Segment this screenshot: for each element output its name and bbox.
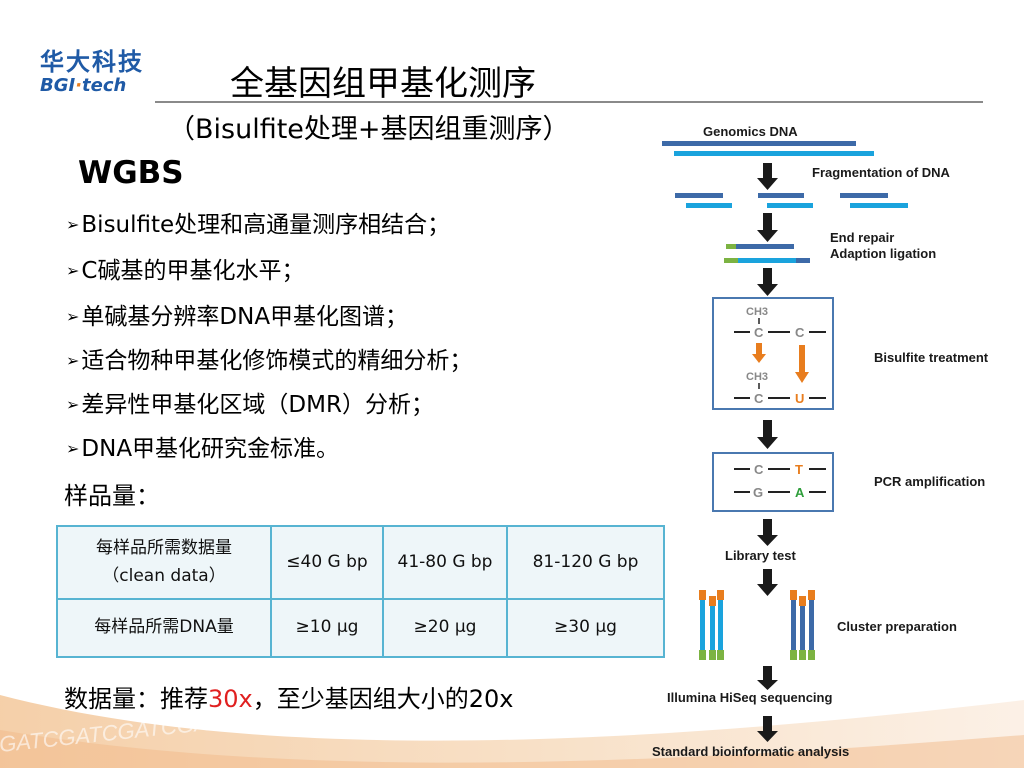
bullet-item: ➢DNA甲基化研究金标准。 [66, 429, 339, 463]
data-volume-suffix: ，至少基因组大小的20x [252, 685, 514, 713]
table-cell: 81-120 G bp [506, 525, 665, 600]
table-row: 每样品所需数据量 （clean data） ≤40 G bp 41-80 G b… [56, 525, 665, 600]
bullet-item: ➢单碱基分辨率DNA甲基化图谱； [66, 297, 408, 331]
row-header-cell: 每样品所需数据量 （clean data） [56, 525, 272, 600]
adapter-ligated-fragment [724, 244, 810, 263]
down-arrow-icon [757, 716, 778, 742]
bullet-arrow-icon: ➢ [66, 395, 80, 414]
bullet-text: 单碱基分辨率DNA甲基化图谱； [81, 304, 409, 330]
table-cell: ≥30 μg [506, 598, 665, 658]
bullet-arrow-icon: ➢ [66, 351, 80, 370]
page-subtitle: （Bisulfite处理+基因组重测序） [168, 114, 570, 145]
logo-english-name: BGI·tech [40, 75, 152, 96]
step-label-cluster-preparation: Cluster preparation [837, 619, 957, 634]
step-label-hiseq-sequencing: Illumina HiSeq sequencing [667, 690, 832, 705]
sample-amount-label: 样品量： [64, 482, 160, 510]
row-header-line: （clean data） [102, 565, 226, 586]
down-arrow-icon [757, 666, 778, 690]
down-arrow-icon [757, 420, 778, 449]
table-cell: 41-80 G bp [382, 525, 508, 600]
sample-requirements-table: 每样品所需数据量 （clean data） ≤40 G bp 41-80 G b… [56, 525, 665, 658]
step-label-adaption-ligation: Adaption ligation [830, 246, 936, 261]
down-arrow-icon [757, 569, 778, 596]
cluster-left-icon [699, 590, 724, 660]
table-cell: ≥20 μg [382, 598, 508, 658]
pcr-amplification-box [712, 452, 834, 512]
step-label-genomic-dna: Genomics DNA [703, 124, 798, 139]
table-row: 每样品所需DNA量 ≥10 μg ≥20 μg ≥30 μg [56, 598, 665, 658]
step-label-bioinformatic-analysis: Standard bioinformatic analysis [652, 744, 849, 759]
bullet-text: DNA甲基化研究金标准。 [81, 436, 340, 462]
down-arrow-icon [757, 213, 778, 242]
row-header-line: 每样品所需DNA量 [94, 617, 234, 638]
cluster-right-icon [790, 590, 815, 660]
dna-strand [674, 151, 874, 156]
bottom-swoosh-decoration: GATCGATCGATCGATCGATCGATCGATCGATCGATCGATC… [0, 664, 1024, 768]
header-divider [155, 101, 983, 103]
cytosine-label: C [795, 325, 805, 340]
cytosine-label: C [754, 462, 764, 477]
data-volume-note: 数据量：推荐30x，至少基因组大小的20x [64, 679, 514, 714]
bullet-arrow-icon: ➢ [66, 307, 80, 326]
cytosine-label: C [754, 325, 764, 340]
bullet-item: ➢差异性甲基化区域（DMR）分析； [66, 385, 434, 419]
step-label-fragmentation: Fragmentation of DNA [812, 165, 951, 180]
step-label-end-repair: End repair [830, 230, 894, 245]
table-cell: ≥10 μg [270, 598, 384, 658]
dna-strand [662, 141, 856, 146]
bullet-arrow-icon: ➢ [66, 439, 80, 458]
down-arrow-icon [757, 268, 778, 296]
methyl-group-label: CH3 [746, 306, 768, 318]
cytosine-label: C [754, 391, 764, 406]
bisulfite-treatment-box [712, 297, 834, 410]
section-heading: WGBS [78, 155, 184, 191]
thymine-label: T [795, 462, 803, 477]
down-arrow-icon [757, 163, 778, 190]
row-header-cell: 每样品所需DNA量 [56, 598, 272, 658]
company-logo: 华大科技 BGI·tech [40, 42, 152, 96]
dna-fragments [675, 193, 908, 208]
bisulfite-conversion-scheme: CH3 C C CH3 C U [734, 306, 826, 406]
table-cell: ≤40 G bp [270, 525, 384, 600]
step-label-pcr-amplification: PCR amplification [874, 474, 985, 489]
down-arrow-icon [757, 519, 778, 546]
adenine-label: A [795, 485, 805, 500]
pcr-base-pairing: C T G A [734, 462, 826, 500]
logo-en-accent: · [75, 75, 83, 96]
methyl-group-label: CH3 [746, 371, 768, 383]
bullet-arrow-icon: ➢ [66, 261, 80, 280]
bullet-text: 适合物种甲基化修饰模式的精细分析； [81, 348, 473, 374]
step-label-bisulfite-treatment: Bisulfite treatment [874, 350, 989, 365]
logo-chinese-name: 华大科技 [40, 48, 144, 76]
bullet-item: ➢C碱基的甲基化水平； [66, 251, 304, 285]
step-label-library-test: Library test [725, 548, 796, 563]
logo-en-suffix: tech [82, 75, 127, 96]
bullet-text: Bisulfite处理和高通量测序相结合； [81, 212, 451, 238]
bullet-arrow-icon: ➢ [66, 215, 80, 234]
data-volume-highlight: 30x [208, 685, 253, 713]
bullet-item: ➢适合物种甲基化修饰模式的精细分析； [66, 341, 472, 375]
data-volume-prefix: 数据量：推荐 [64, 685, 208, 713]
bullet-text: 差异性甲基化区域（DMR）分析； [81, 392, 434, 418]
row-header-line: 每样品所需数据量 [96, 538, 232, 559]
page-title: 全基因组甲基化测序 [230, 64, 536, 104]
uracil-label: U [795, 391, 804, 406]
guanine-label: G [753, 485, 763, 500]
bullet-text: C碱基的甲基化水平； [81, 258, 305, 284]
bullet-item: ➢Bisulfite处理和高通量测序相结合； [66, 205, 450, 239]
logo-en-prefix: BGI [40, 75, 76, 96]
wgbs-workflow-diagram: Genomics DNA Fragmentation of DNA End re… [652, 124, 989, 759]
